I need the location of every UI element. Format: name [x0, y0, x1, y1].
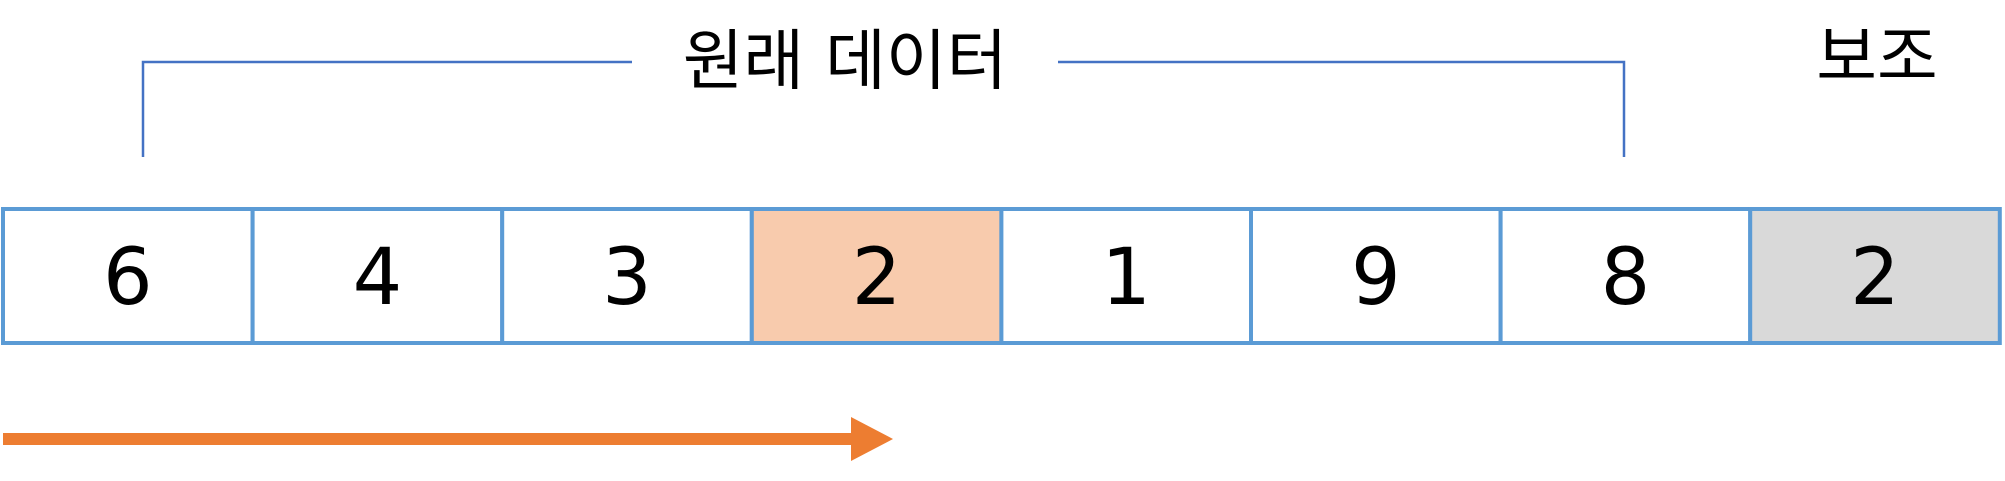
array-cell-value: 1 [1101, 233, 1151, 323]
array-cell: 6 [1, 207, 255, 345]
array-cell-value: 4 [353, 233, 403, 323]
array-cell: 2 [1748, 207, 2002, 345]
auxiliary-label: 보조 [1816, 19, 1937, 96]
array-cell: 3 [500, 207, 754, 345]
arrow-shaft [3, 433, 855, 445]
array-cell-box [1249, 207, 1503, 345]
array-cell: 8 [1498, 207, 1753, 345]
array-cell-value: 8 [1601, 233, 1651, 323]
array-cell: 2 [749, 207, 1004, 345]
array-cell-value: 2 [852, 233, 902, 323]
bracket-left-segment [141, 60, 632, 157]
original-data-bracket [141, 60, 1626, 157]
array-cell-box [749, 207, 1004, 345]
array-cells: 6 4 3 2 1 9 8 2 [1, 207, 2002, 345]
array-cell-box [1748, 207, 2002, 345]
array-cell: 9 [1249, 207, 1503, 345]
array-cell-value: 9 [1351, 233, 1401, 323]
array-cell: 1 [999, 207, 1254, 345]
array-cell-box [1498, 207, 1753, 345]
array-cell-value: 3 [602, 233, 652, 323]
array-cell-value: 6 [103, 233, 153, 323]
array-cell-value: 2 [1850, 233, 1900, 323]
bracket-right-segment [1058, 60, 1626, 157]
direction-arrow [3, 417, 893, 461]
original-data-label: 원래 데이터 [683, 23, 1008, 100]
array-cell: 4 [250, 207, 505, 345]
array-cell-box [500, 207, 754, 345]
arrow-head-icon [851, 417, 893, 461]
array-cell-box [250, 207, 505, 345]
